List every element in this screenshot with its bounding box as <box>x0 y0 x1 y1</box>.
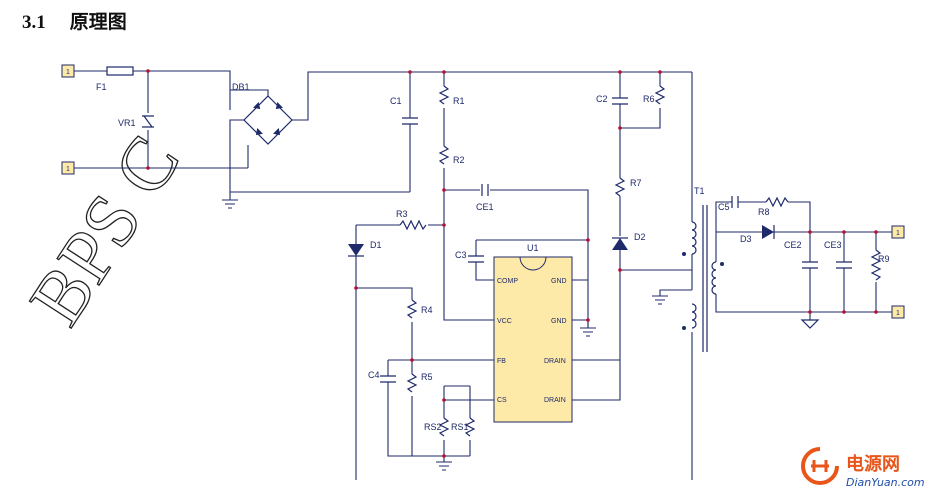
varistor-vr1 <box>142 115 154 128</box>
input-connector-1: 1 <box>61 64 75 78</box>
pin-gnd-2: GND <box>551 318 567 325</box>
label-u1: U1 <box>527 243 539 253</box>
label-t1: T1 <box>694 186 705 196</box>
pin-drain-1: DRAIN <box>544 358 566 365</box>
pin-gnd-1: GND <box>551 278 567 285</box>
resistor-r9 <box>870 249 882 281</box>
pin-vcc: VCC <box>497 318 512 325</box>
resistor-r2 <box>438 145 450 165</box>
capacitor-ce2 <box>802 261 818 269</box>
resistor-r6 <box>654 85 666 105</box>
pin-comp: COMP <box>497 278 518 285</box>
transformer-secondary <box>711 261 717 295</box>
input-connector-2: 1 <box>61 161 75 175</box>
ic-u1 <box>493 256 573 423</box>
capacitor-c2 <box>612 97 628 105</box>
label-ce1: CE1 <box>476 202 494 212</box>
ground-symbol <box>222 192 238 209</box>
output-connector-1: 1 <box>891 225 905 239</box>
diode-d3 <box>762 225 774 239</box>
capacitor-c4 <box>380 375 396 383</box>
resistor-r4 <box>406 299 418 319</box>
label-r7: R7 <box>630 178 642 188</box>
dianyuan-logo: 电源网 DianYuan.com <box>801 447 925 489</box>
logo-chinese: 电源网 <box>846 453 900 475</box>
label-r3: R3 <box>396 209 408 219</box>
connector-pin-label: 1 <box>66 166 70 173</box>
label-r4: R4 <box>421 305 433 315</box>
label-d1: D1 <box>370 240 382 250</box>
label-c4: C4 <box>368 370 380 380</box>
section-heading: 3.1 原理图 <box>22 7 127 34</box>
capacitor-ce3 <box>836 261 852 269</box>
watermark-text: BPS C <box>14 122 196 340</box>
label-r6: R6 <box>643 94 655 104</box>
transformer-core <box>702 205 708 352</box>
resistor-rs2 <box>438 417 450 437</box>
capacitor-c5 <box>731 196 739 208</box>
section-number: 3.1 <box>22 12 46 33</box>
logo-english: DianYuan.com <box>846 476 925 489</box>
output-connector-2: 1 <box>891 305 905 319</box>
label-r2: R2 <box>453 155 465 165</box>
label-d2: D2 <box>634 232 646 242</box>
label-c2: C2 <box>596 94 608 104</box>
label-rs1: RS1 <box>451 422 469 432</box>
label-ce2: CE2 <box>784 240 802 250</box>
label-rs2: RS2 <box>424 422 442 432</box>
resistor-r1 <box>438 85 450 105</box>
label-db1: DB1 <box>232 82 250 92</box>
diode-d2 <box>612 238 628 250</box>
transformer-primary <box>691 221 697 255</box>
resistor-rs1 <box>464 417 476 437</box>
label-f1: F1 <box>96 82 107 92</box>
junction-dots <box>146 69 878 458</box>
fuse-f1 <box>106 66 134 76</box>
connector-pin-label: 1 <box>896 310 900 317</box>
capacitor-c3 <box>468 255 484 263</box>
label-vr1: VR1 <box>118 118 136 128</box>
pin-fb: FB <box>497 358 506 365</box>
label-r1: R1 <box>453 96 465 106</box>
label-ce3: CE3 <box>824 240 842 250</box>
resistor-r5 <box>406 373 418 393</box>
diode-d1 <box>348 244 364 256</box>
resistor-r3 <box>399 219 427 231</box>
label-c5: C5 <box>718 202 730 212</box>
plug-icon <box>811 460 829 472</box>
section-title: 原理图 <box>69 12 127 33</box>
resistor-r7 <box>614 177 626 197</box>
transformer-aux <box>691 303 697 329</box>
resistor-r8 <box>765 196 789 208</box>
pin-drain-2: DRAIN <box>544 397 566 404</box>
capacitor-ce1 <box>481 184 489 196</box>
ground-symbol-output <box>800 319 820 329</box>
label-r8: R8 <box>758 207 770 217</box>
label-c1: C1 <box>390 96 402 106</box>
label-r5: R5 <box>421 372 433 382</box>
connector-pin-label: 1 <box>896 230 900 237</box>
bridge-rectifier-db1 <box>243 95 293 145</box>
label-c3: C3 <box>455 250 467 260</box>
capacitor-c1 <box>402 117 418 125</box>
connector-pin-label: 1 <box>66 69 70 76</box>
pin-cs: CS <box>497 397 507 404</box>
label-r9: R9 <box>878 254 890 264</box>
label-d3: D3 <box>740 234 752 244</box>
